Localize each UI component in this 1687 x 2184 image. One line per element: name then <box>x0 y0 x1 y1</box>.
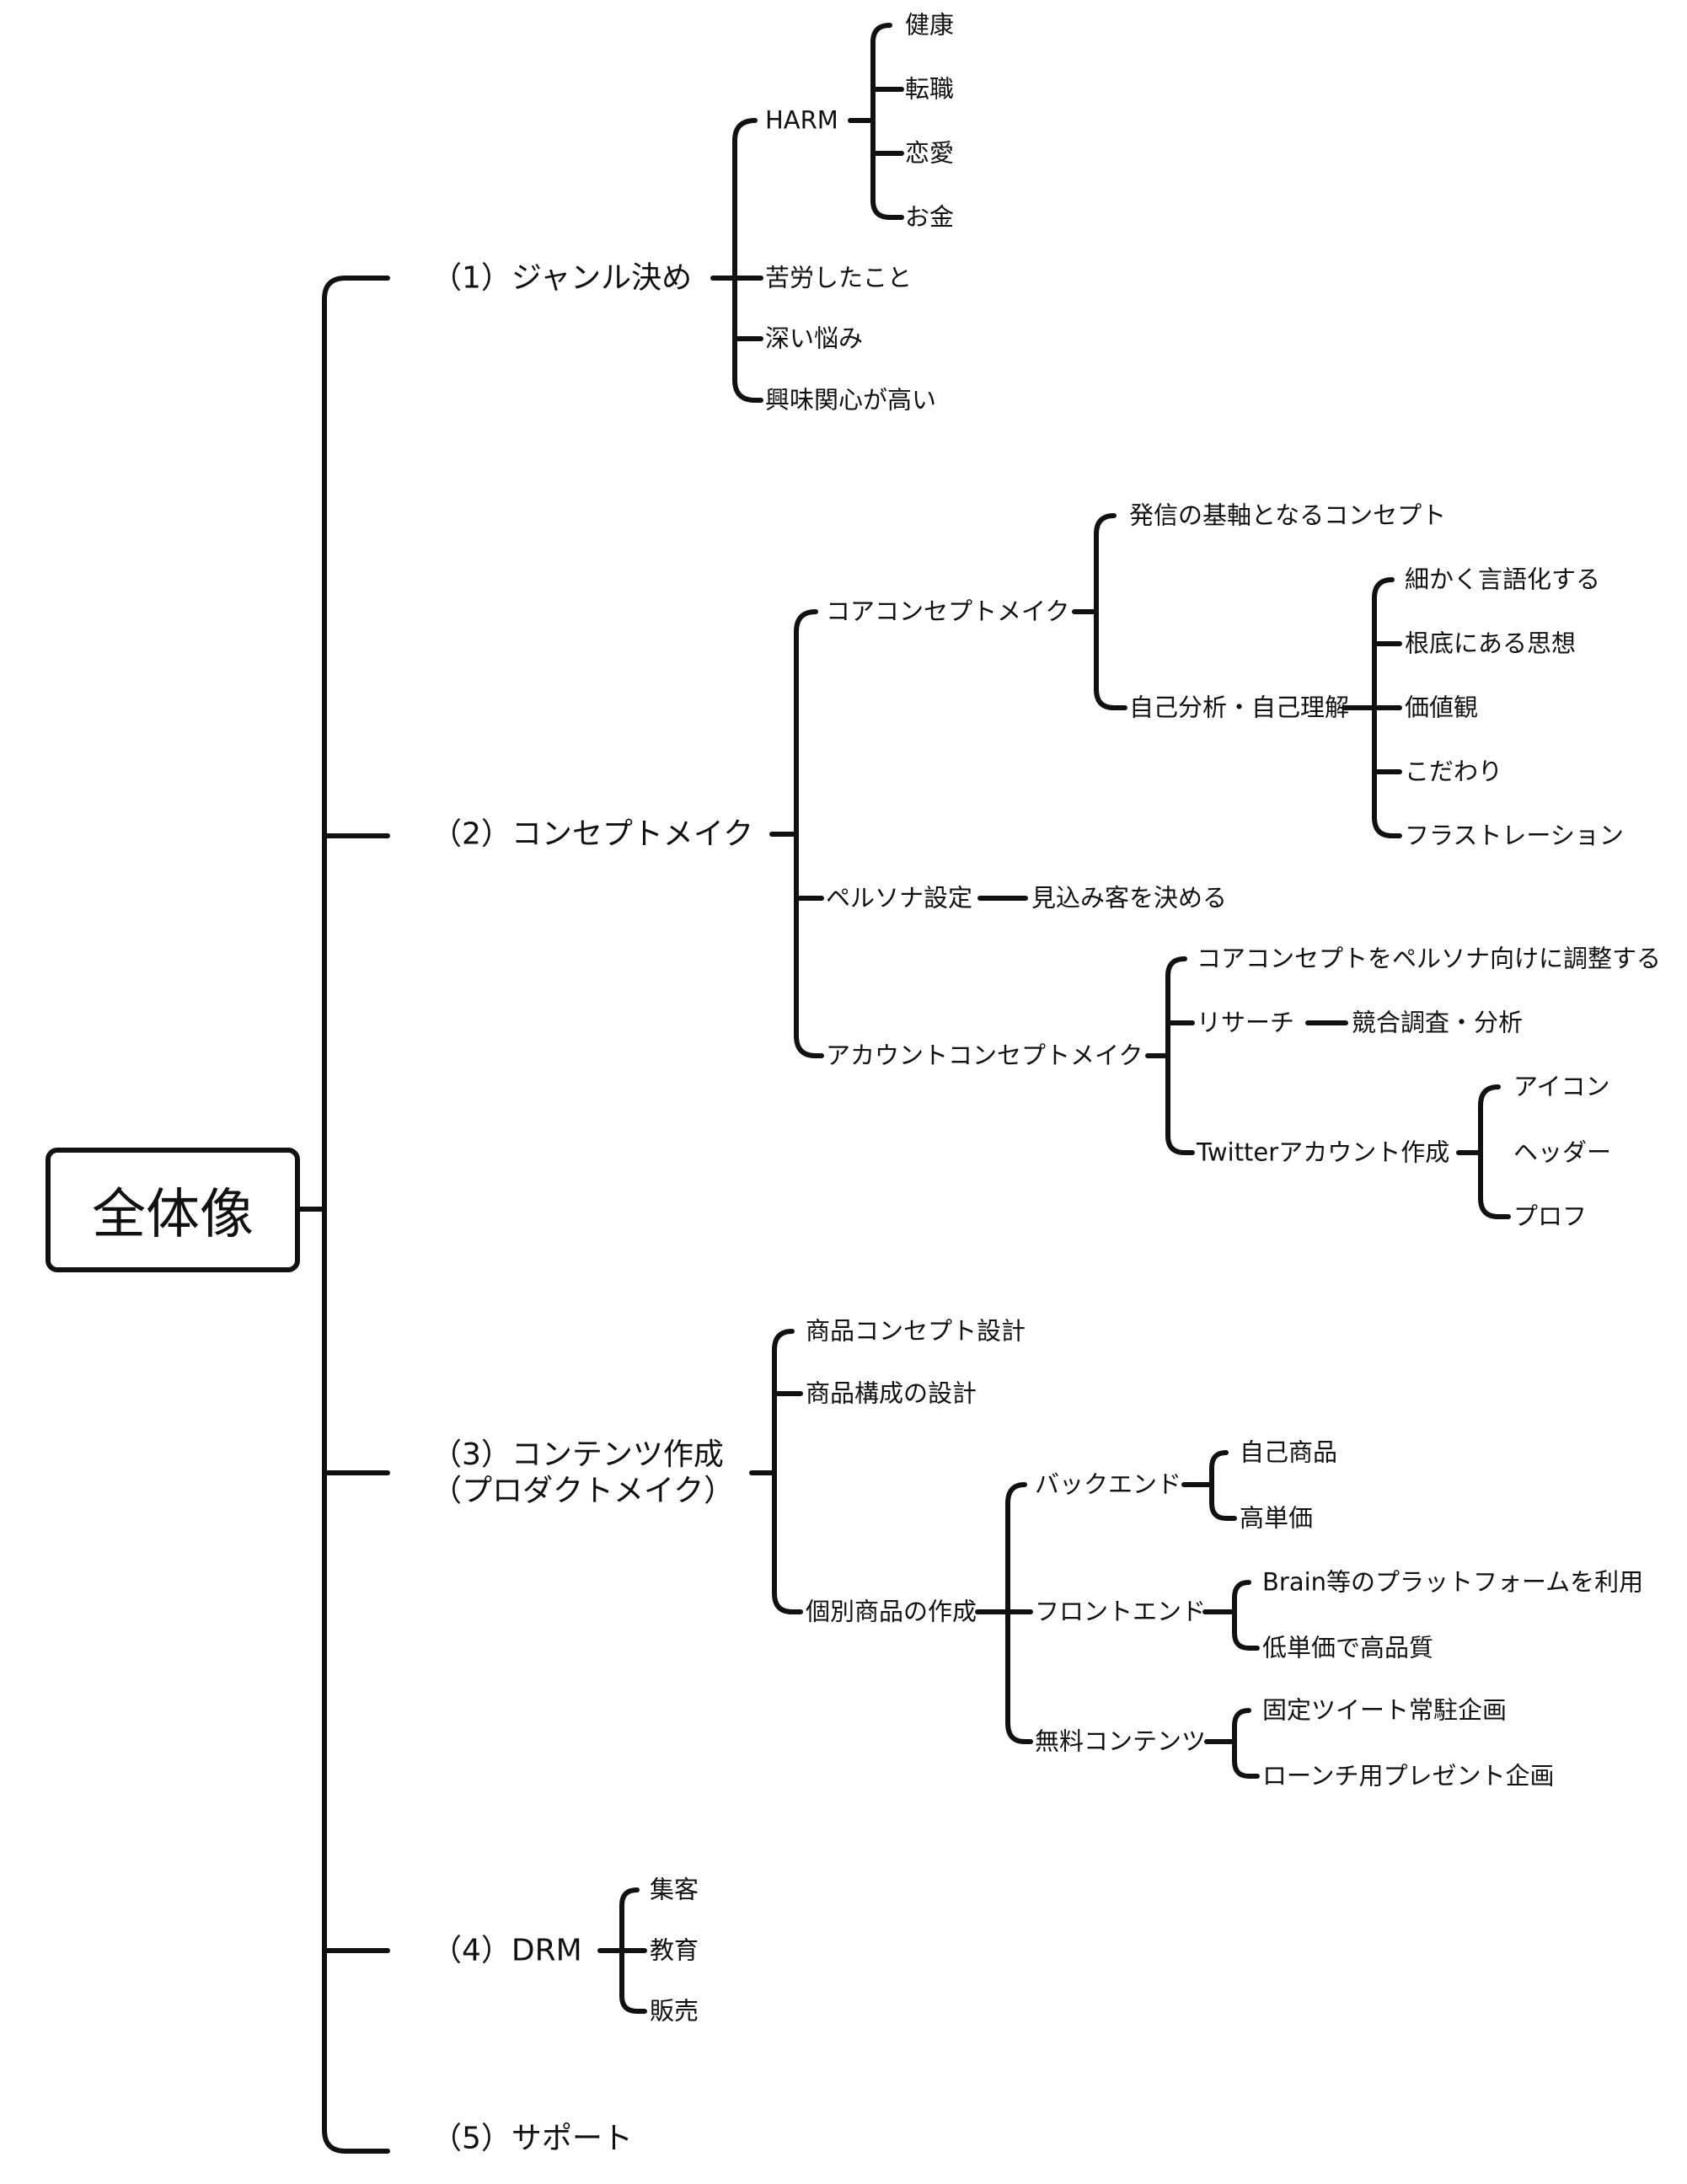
account-concept-node: アカウントコンセプトメイク <box>826 1041 1143 1070</box>
content-item: 商品コンセプト設計 <box>806 1316 1026 1346</box>
self-analysis-item: フラストレーション <box>1405 821 1624 850</box>
drm-item: 販売 <box>650 1996 699 2026</box>
section-1-node: （1）ジャンル決め <box>431 260 693 296</box>
section-3-label-line1: （3）コンテンツ作成 <box>431 1437 724 1472</box>
harm-item: 転職 <box>905 74 955 104</box>
section-3-node: （3）コンテンツ作成 （プロダクトメイク） <box>431 1437 734 1509</box>
root-node: 全体像 <box>46 1148 300 1272</box>
genre-item: 苦労したこと <box>765 263 913 292</box>
harm-item: お金 <box>905 202 955 232</box>
self-analysis-item: 価値観 <box>1405 693 1479 722</box>
twitter-item: プロフ <box>1513 1202 1588 1231</box>
account-concept-item: Twitterアカウント作成 <box>1197 1138 1450 1167</box>
account-concept-item: リサーチ <box>1197 1008 1295 1037</box>
root-label: 全体像 <box>92 1184 254 1246</box>
drm-item: 集客 <box>650 1875 699 1904</box>
product-type-item: バックエンド <box>1035 1469 1182 1499</box>
genre-item: 興味関心が高い <box>765 385 937 415</box>
free-content-item: 固定ツイート常駐企画 <box>1262 1695 1508 1725</box>
section-2-node: （2）コンセプトメイク <box>431 816 754 852</box>
section-5-node: （5）サポート <box>431 2121 633 2156</box>
section-3-label-line2: （プロダクトメイク） <box>431 1474 735 1508</box>
free-content-item: ローンチ用プレゼント企画 <box>1262 1761 1555 1791</box>
frontend-item: Brain等のプラットフォームを利用 <box>1262 1567 1644 1597</box>
self-analysis-item: こだわり <box>1405 757 1503 786</box>
content-item: 商品構成の設計 <box>806 1378 977 1408</box>
research-item: 競合調査・分析 <box>1352 1008 1524 1037</box>
product-type-item: 無料コンテンツ <box>1035 1726 1207 1756</box>
harm-item: 恋愛 <box>905 138 955 168</box>
core-concept-item: 発信の基軸となるコンセプト <box>1129 500 1447 530</box>
frontend-item: 低単価で高品質 <box>1262 1633 1434 1662</box>
product-type-item: フロントエンド <box>1035 1597 1207 1626</box>
twitter-item: ヘッダー <box>1513 1138 1612 1167</box>
self-analysis-item: 根底にある思想 <box>1405 629 1577 658</box>
content-item: 個別商品の作成 <box>806 1597 977 1626</box>
drm-item: 教育 <box>650 1935 699 1965</box>
persona-node: ペルソナ設定 <box>826 883 973 913</box>
genre-item: 深い悩み <box>765 324 864 353</box>
core-concept-node: コアコンセプトメイク <box>826 597 1070 626</box>
core-concept-item: 自己分析・自己理解 <box>1129 693 1350 722</box>
harm-item: 健康 <box>905 10 955 40</box>
harm-node: HARM <box>765 105 838 135</box>
account-concept-item: コアコンセプトをペルソナ向けに調整する <box>1197 944 1662 973</box>
backend-item: 自己商品 <box>1240 1437 1338 1467</box>
section-4-node: （4）DRM <box>431 1933 582 1968</box>
twitter-item: アイコン <box>1513 1072 1610 1101</box>
self-analysis-item: 細かく言語化する <box>1405 565 1601 594</box>
persona-item: 見込み客を決める <box>1031 883 1228 913</box>
backend-item: 高単価 <box>1240 1503 1314 1533</box>
